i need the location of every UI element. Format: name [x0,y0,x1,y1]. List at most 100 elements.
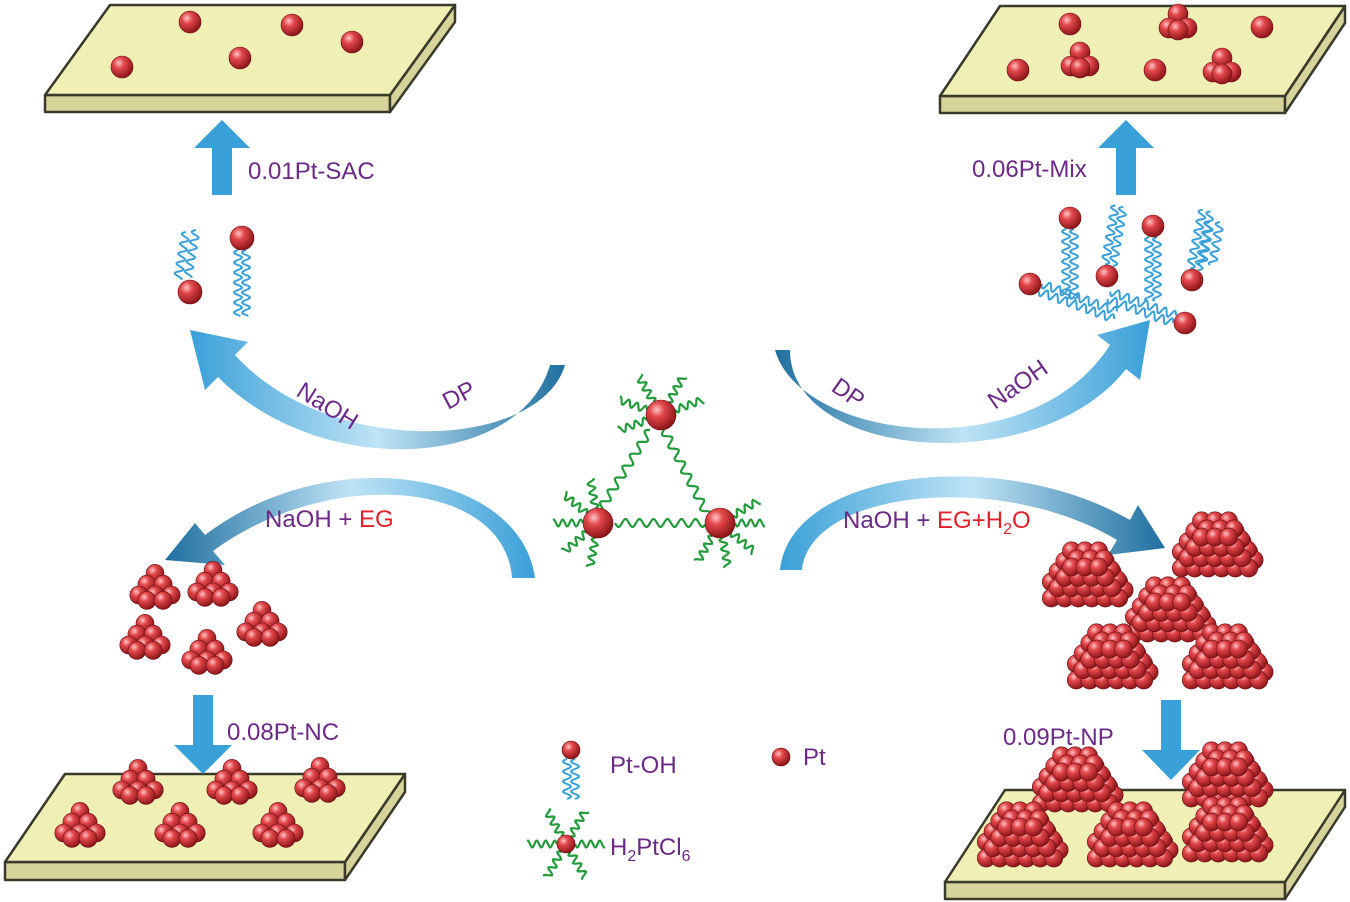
hydroxyl-chain [183,229,200,279]
label-bottom-left-naoh: NaOH + [265,506,359,533]
ligand-waves [173,204,1224,800]
nc-atom [153,591,173,610]
np-atom [1024,817,1043,837]
nc-atom [205,656,225,675]
hydroxyl-chain [1040,281,1118,314]
label-sac: 0.01Pt-SAC [248,158,375,185]
chloride-ligand [674,396,706,414]
chloride-ligand [660,429,712,525]
np-atom [1229,639,1248,659]
pt-oh-sphere [1095,264,1119,288]
chloride-ligand [526,839,559,849]
label-top-right-dp: DP [827,373,870,414]
nc-atom [195,588,215,607]
pt-oh-sphere [229,225,255,251]
chloride-ligand [619,395,648,412]
hydroxyl-chain [1197,221,1214,266]
nc-atom [318,784,338,803]
chloride-ligand [573,839,606,849]
nc-atom [143,641,163,660]
hydroxyl-chain [570,758,580,800]
chloride-ligand [542,850,563,877]
precursor-ligands [526,373,766,881]
sac-atom [340,30,364,54]
curved-arrow-top-left [190,330,565,450]
nc-atom [211,588,231,607]
hydroxyl-chain [1194,210,1214,272]
chloride-ligand [614,518,706,528]
sac-atom [110,55,134,79]
plate-top-right [938,4,1347,115]
pt-oh-sphere [177,279,203,305]
chloride-ligand [552,518,585,528]
nc-atom [137,591,157,610]
arrow-up-sac [194,120,250,195]
label-bottom-right-naoh: NaOH + [843,507,937,534]
nc-atom [189,656,209,675]
nc-atom [276,829,296,848]
hydroxyl-chain [1101,204,1119,266]
chloride-ligand [585,536,599,567]
np-atom [1114,639,1133,659]
label-nc: 0.08Pt-NC [227,719,339,746]
np-atom [1089,557,1108,577]
chloride-ligand [636,373,657,403]
pt-spheres [54,3,1274,868]
precursor-pt [556,834,576,854]
legend-pt-sphere [771,747,791,767]
mix-atom [1006,58,1030,82]
sac-atom [178,10,202,34]
nc-atom [136,786,156,805]
label-mix: 0.06Pt-Mix [972,156,1087,183]
nc-atom [260,628,280,647]
chloride-ligand [544,807,565,837]
nc-atom [78,829,98,848]
nc-atom [178,829,198,848]
pt-oh-sphere [1180,268,1204,292]
hydroxyl-chain [1038,289,1116,322]
arrow-up-mix [1098,120,1154,195]
nc-atom [127,641,147,660]
chloride-ligand [569,811,590,838]
np-atom [1229,812,1248,832]
label-top-left-dp: DP [438,376,480,415]
precursor-pt [645,399,677,431]
pt-oh-sphere [1058,206,1082,230]
chloride-ligand [560,530,587,553]
np-atom [1172,592,1191,612]
hydroxyl-chain [1106,296,1175,326]
hydroxyl-chain [173,231,190,281]
chloride-ligand [729,532,754,556]
chloride-ligand [564,490,589,514]
precursor-pt [582,507,614,539]
mix-cluster-atom [1211,63,1233,85]
curved-arrow-bottom-right [780,476,1165,570]
nc-atom [260,829,280,848]
nc-atom [120,786,140,805]
hydroxyl-chain [1109,289,1177,318]
mix-cluster-atom [1069,57,1091,79]
nc-atom [302,784,322,803]
pt-oh-sphere [1173,311,1197,335]
plate-top-left [43,3,457,114]
chloride-ligand [594,428,651,515]
chloride-ligand [586,477,600,510]
nc-atom [214,786,234,805]
nc-atom [244,628,264,647]
hydroxyl-chain [1144,236,1154,302]
hydroxyl-chain [1109,205,1127,267]
chloride-ligand [567,851,588,881]
label-bottom-right-eg-sub: 2 [1003,521,1012,538]
label-bottom-left-eg: EG [359,506,394,533]
np-atom [1229,757,1248,777]
nc-atom [230,786,250,805]
legend-pt-oh-label: Pt-OH [610,752,677,779]
chloride-ligand [733,518,766,528]
hydroxyl-chain [1207,221,1224,266]
sac-atom [228,46,252,70]
pt-oh-sphere [1018,272,1042,296]
curved-arrow-top-right [775,320,1150,444]
np-atom [1134,817,1153,837]
